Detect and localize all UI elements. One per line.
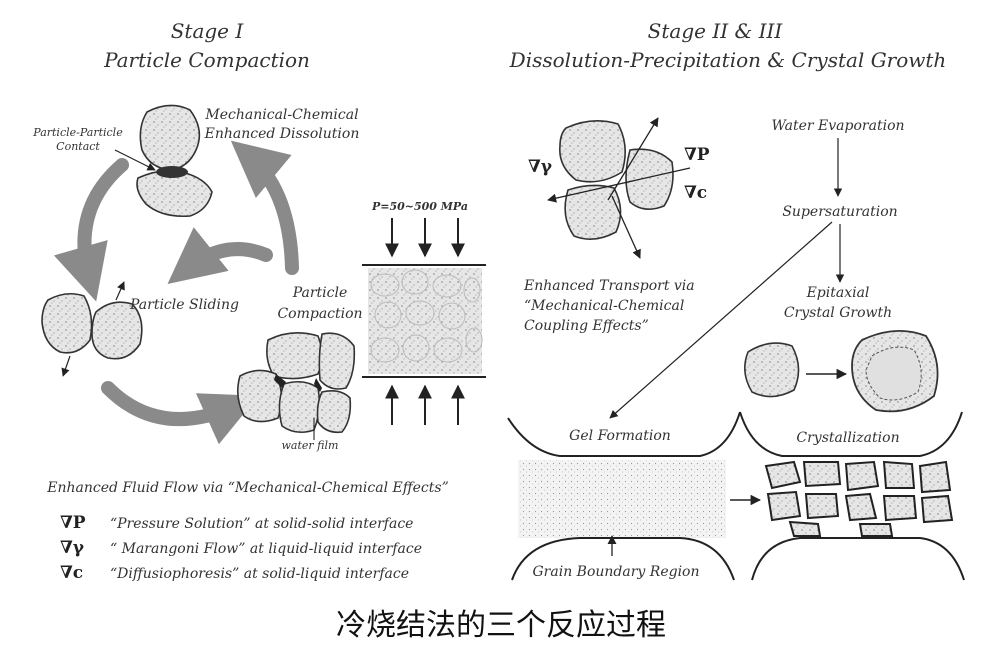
grad-gamma-label: ∇γ	[528, 157, 553, 177]
gel-formation-region	[507, 411, 741, 581]
contact-pointer	[114, 149, 156, 171]
compacted-powder	[368, 268, 482, 374]
pressure-arrows-top	[385, 218, 465, 258]
stage23-title-line2: Dissolution-Precipitation & Crystal Grow…	[509, 48, 947, 72]
compacted-cluster	[236, 332, 356, 434]
pressure-arrows-bottom	[385, 384, 465, 425]
stage1-title-line1: Stage I	[171, 19, 245, 43]
water-evaporation-label: Water Evaporation	[771, 118, 904, 134]
fluid-flow-label: Enhanced Fluid Flow via “Mechanical-Chem…	[46, 480, 448, 496]
gel-formation-label: Gel Formation	[569, 428, 671, 444]
gel-arrow	[609, 221, 833, 419]
transport-label-2: “Mechanical-Chemical	[524, 298, 684, 314]
crystallization-region	[739, 411, 965, 581]
cycle-arrows	[53, 140, 299, 445]
legend-symbol-p: ∇P	[60, 513, 86, 533]
legend-symbol-gamma: ∇γ	[60, 538, 85, 558]
transport-particles	[547, 117, 691, 259]
grad-p-label: ∇P	[684, 145, 710, 165]
legend-text-gamma: “ Marangoni Flow” at liquid-liquid inter…	[110, 541, 422, 557]
epitaxial-label-2: Crystal Growth	[784, 305, 892, 321]
grain-boundary-label: Grain Boundary Region	[533, 564, 700, 580]
compaction-label-1: Particle	[292, 285, 348, 301]
stage1-title-line2: Particle Compaction	[103, 48, 310, 72]
legend: ∇P “Pressure Solution” at solid-solid in…	[60, 513, 422, 583]
mech-chem-label-1: Mechanical-Chemical	[204, 107, 358, 123]
water-film-label: water film	[282, 439, 339, 452]
legend-text-c: “Diffusiophoresis” at solid-liquid inter…	[110, 566, 409, 582]
compaction-label-2: Compaction	[277, 306, 362, 322]
sliding-label: Particle Sliding	[129, 297, 239, 313]
supersaturation-label: Supersaturation	[782, 204, 897, 220]
crystal-growth-illustration	[744, 329, 939, 413]
sliding-particles	[41, 281, 143, 377]
transport-label-3: Coupling Effects”	[524, 318, 649, 334]
figure-caption: 冷烧结法的三个反应过程	[336, 608, 666, 643]
stage23-title-line1: Stage II & III	[648, 19, 784, 43]
dissolution-particles	[136, 104, 213, 218]
legend-symbol-c: ∇c	[60, 563, 83, 583]
transport-label-1: Enhanced Transport via	[523, 278, 695, 294]
mech-chem-label-2: Enhanced Dissolution	[204, 126, 360, 142]
contact-label-2: Contact	[56, 140, 100, 153]
powder-grains	[370, 269, 483, 363]
contact-label-1: Particle-Particle	[32, 126, 123, 139]
grad-c-label: ∇c	[684, 183, 707, 203]
epitaxial-label-1: Epitaxial	[806, 285, 870, 301]
crystallization-label: Crystallization	[796, 430, 899, 446]
pressure-label: P=50~500 MPa	[371, 200, 468, 213]
legend-text-p: “Pressure Solution” at solid-solid inter…	[110, 516, 413, 532]
